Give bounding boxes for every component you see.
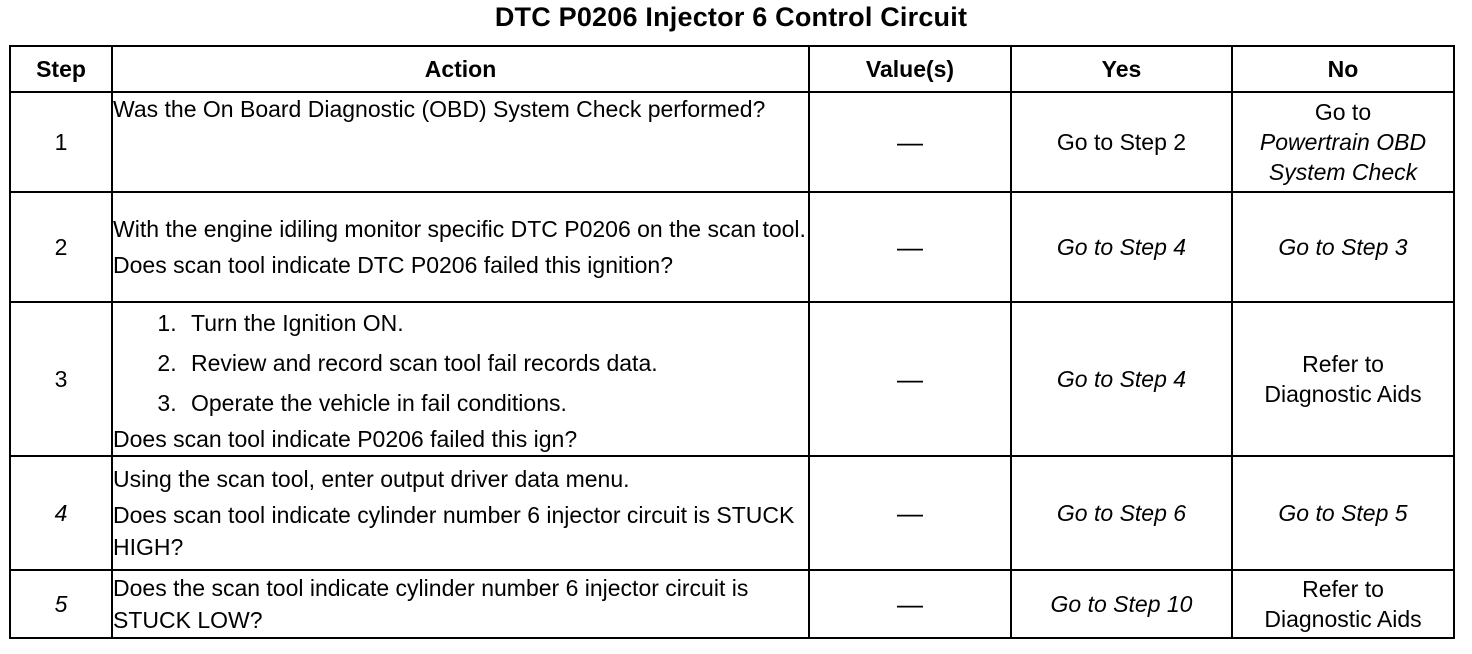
action-question: Does scan tool indicate DTC P0206 failed… (113, 252, 673, 278)
value-cell: — (808, 455, 1012, 571)
no-text: Powertrain OBD (1259, 129, 1427, 155)
step-number: 1 (9, 91, 113, 193)
header-yes: Yes (1010, 45, 1233, 93)
no-cell: Refer to Diagnostic Aids (1231, 569, 1455, 639)
list-item: Turn the Ignition ON. (183, 303, 808, 343)
table-header-row: Step Action Value(s) Yes No (9, 45, 1455, 93)
yes-cell: Go to Step 2 (1010, 91, 1233, 193)
no-cell: Go to Step 5 (1231, 455, 1455, 571)
table-row: 2 With the engine idiling monitor specif… (9, 191, 1455, 303)
action-text: Does the scan tool indicate cylinder num… (113, 575, 749, 633)
action-cell: Does the scan tool indicate cylinder num… (111, 569, 810, 639)
action-question: Does scan tool indicate cylinder number … (113, 502, 795, 560)
action-cell: Was the On Board Diagnostic (OBD) System… (111, 91, 810, 193)
table-row: 3 Turn the Ignition ON. Review and recor… (9, 301, 1455, 457)
no-text: Refer to (1302, 576, 1384, 602)
table-row: 4 Using the scan tool, enter output driv… (9, 455, 1455, 571)
value-cell: — (808, 301, 1012, 457)
value-cell: — (808, 91, 1012, 193)
no-cell: Go to Powertrain OBD System Check (1231, 91, 1455, 193)
action-text: Was the On Board Diagnostic (OBD) System… (113, 96, 766, 122)
value-cell: — (808, 569, 1012, 639)
header-no: No (1231, 45, 1455, 93)
action-text: With the engine idiling monitor specific… (113, 216, 806, 242)
yes-cell: Go to Step 6 (1010, 455, 1233, 571)
action-text: Using the scan tool, enter output driver… (113, 466, 630, 492)
yes-cell: Go to Step 4 (1010, 191, 1233, 303)
step-number: 2 (9, 191, 113, 303)
table-row: 5 Does the scan tool indicate cylinder n… (9, 569, 1455, 639)
yes-cell: Go to Step 4 (1010, 301, 1233, 457)
step-number: 3 (9, 301, 113, 457)
no-text: Diagnostic Aids (1264, 606, 1422, 632)
step-number: 5 (9, 569, 113, 639)
action-steps-list: Turn the Ignition ON. Review and record … (113, 303, 808, 423)
no-text: Refer to (1302, 351, 1384, 377)
header-values: Value(s) (808, 45, 1012, 93)
value-cell: — (808, 191, 1012, 303)
action-cell: Using the scan tool, enter output driver… (111, 455, 810, 571)
yes-cell: Go to Step 10 (1010, 569, 1233, 639)
action-cell: With the engine idiling monitor specific… (111, 191, 810, 303)
step-number: 4 (9, 455, 113, 571)
list-item: Operate the vehicle in fail conditions. (183, 383, 808, 423)
no-cell: Refer to Diagnostic Aids (1231, 301, 1455, 457)
diagnostic-table: Step Action Value(s) Yes No 1 Was the On… (9, 45, 1455, 639)
header-action: Action (111, 45, 810, 93)
header-step: Step (9, 45, 113, 93)
action-question: Does scan tool indicate P0206 failed thi… (113, 426, 578, 452)
no-text: Diagnostic Aids (1264, 381, 1422, 407)
no-text: Go to (1314, 99, 1372, 125)
action-cell: Turn the Ignition ON. Review and record … (111, 301, 810, 457)
page-title: DTC P0206 Injector 6 Control Circuit (494, 2, 968, 32)
no-text: System Check (1268, 159, 1418, 185)
no-cell: Go to Step 3 (1231, 191, 1455, 303)
table-row: 1 Was the On Board Diagnostic (OBD) Syst… (9, 91, 1455, 193)
list-item: Review and record scan tool fail records… (183, 343, 808, 383)
